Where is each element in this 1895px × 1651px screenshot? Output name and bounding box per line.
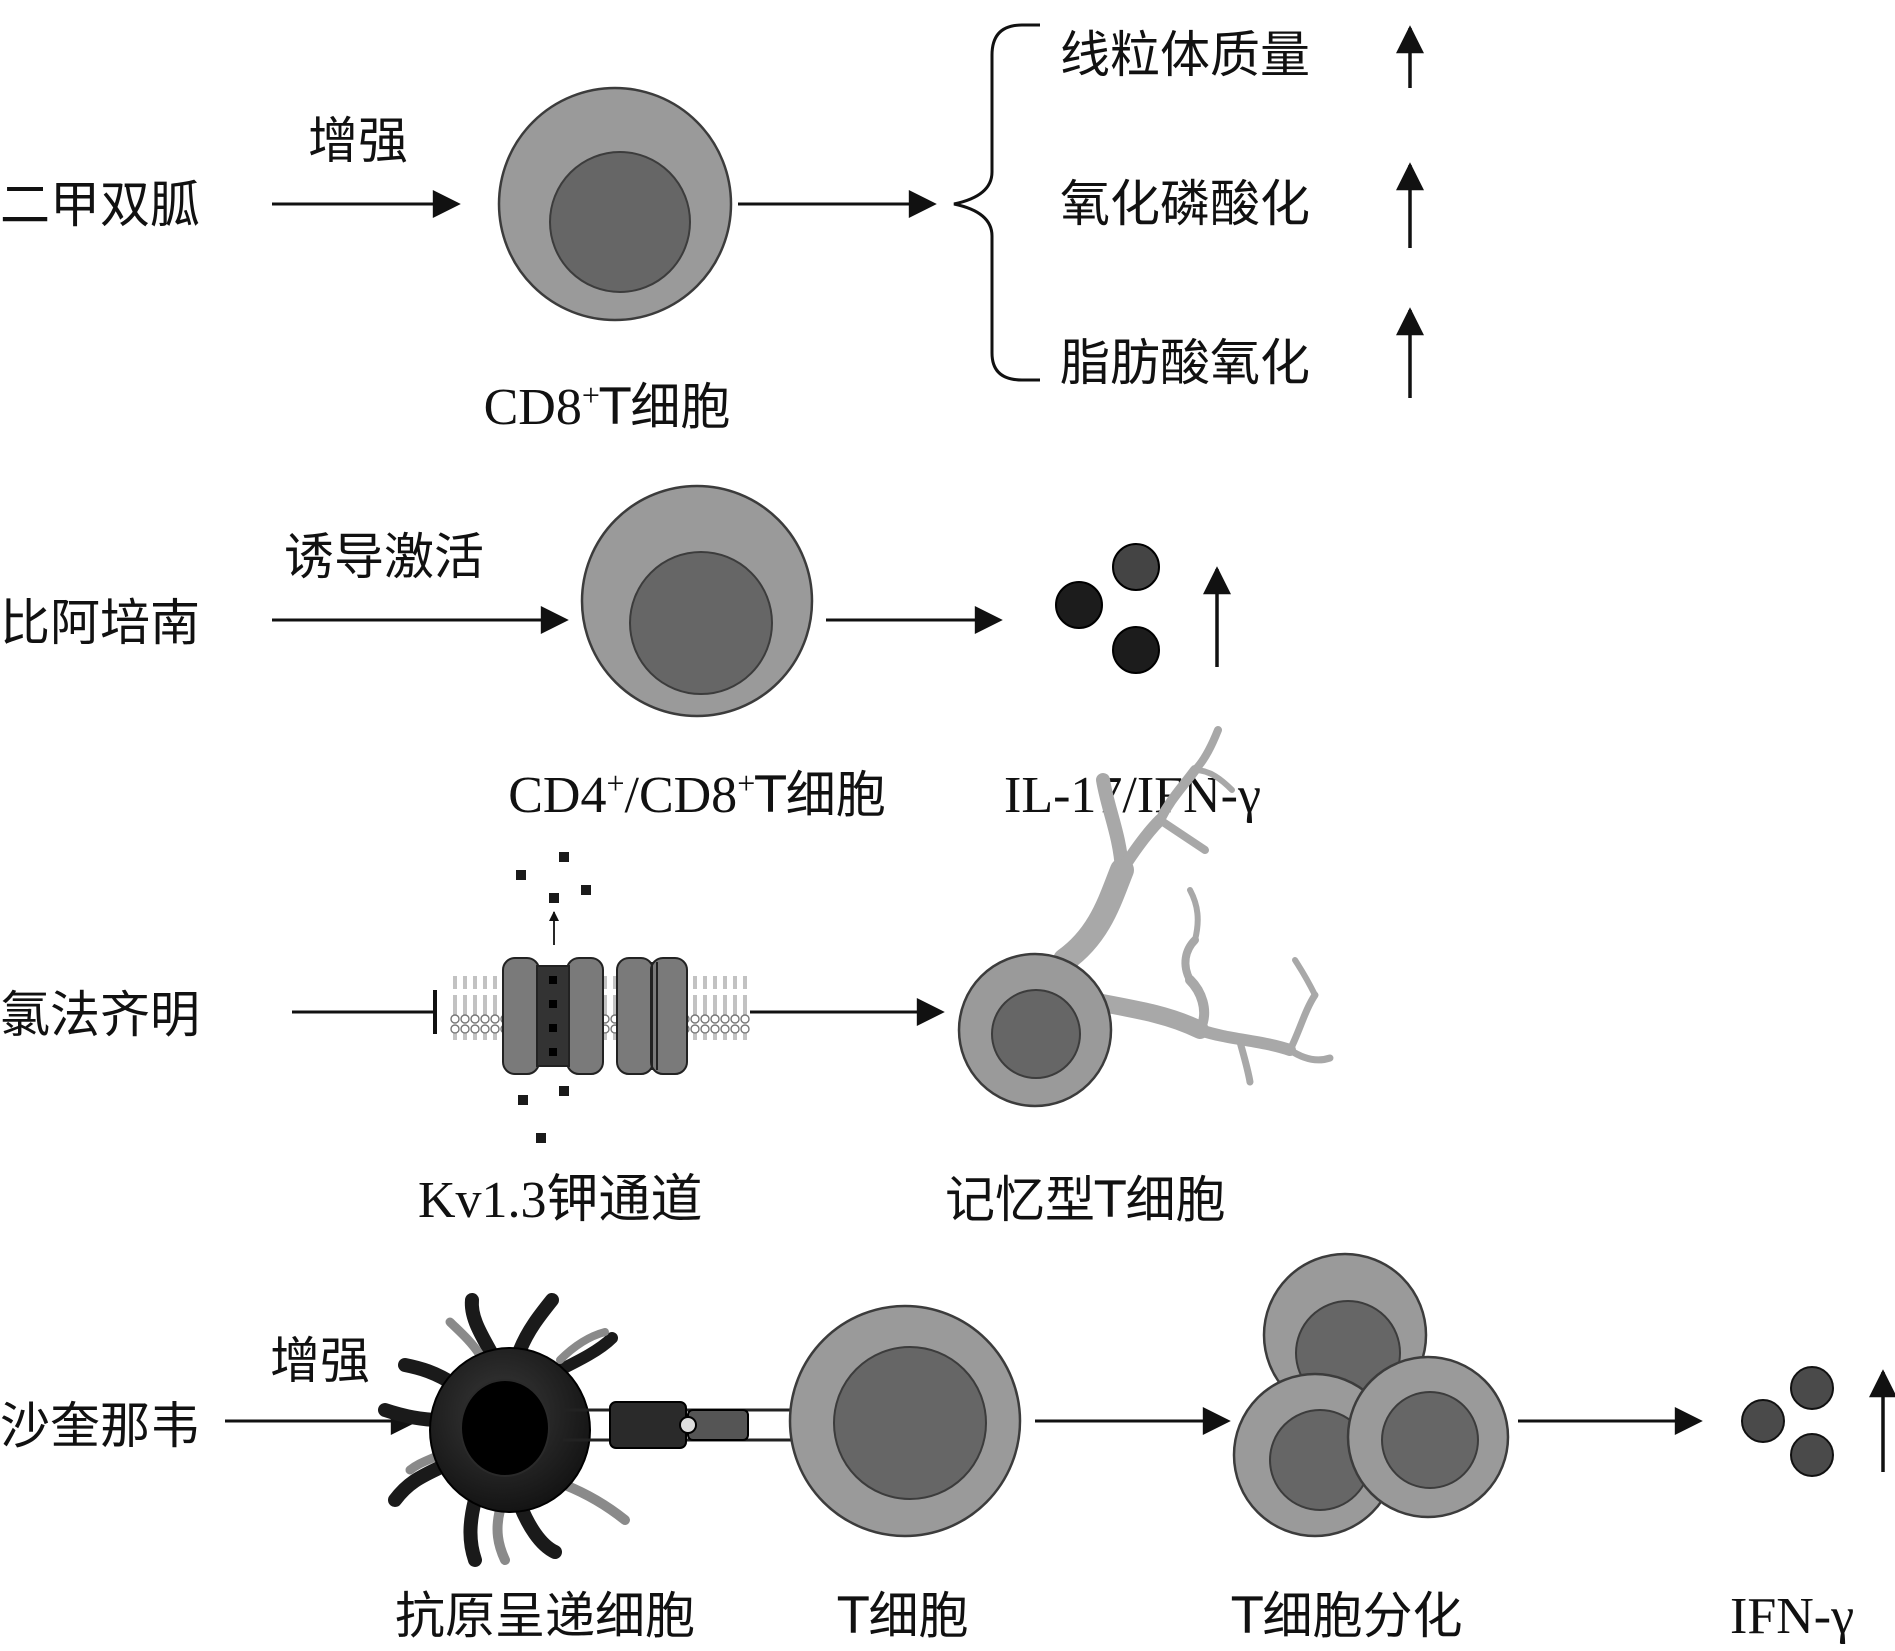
cytokine-particles-icon <box>1055 543 1160 674</box>
row-saquinavir: 沙奎那韦 增强 <box>0 1252 1895 1645</box>
drug-saquinavir-label: 沙奎那韦 <box>0 1397 200 1455</box>
row-metformin: 二甲双胍 增强 CD8+T细胞 线粒体质量 氧化磷酸化 脂肪酸氧化 <box>0 23 1424 436</box>
potassium-ion-dots-icon <box>516 852 591 1143</box>
induce-activate-label: 诱导激活 <box>284 528 484 586</box>
enhance-label: 增强 <box>308 112 408 170</box>
t-cell-icon <box>788 1304 1022 1538</box>
drug-biapenem-label: 比阿培南 <box>0 594 200 652</box>
memory-t-cell-icon <box>957 726 1334 1108</box>
cd8-t-cell-label: CD8+T细胞 <box>484 377 731 436</box>
cd8-t-cell <box>497 86 733 322</box>
cd4-cd8-t-cell-label: CD4+/CD8+T细胞 <box>508 765 886 824</box>
memory-t-cell-label: 记忆型T细胞 <box>945 1171 1226 1229</box>
ifn-gamma-label: IFN-γ <box>1730 1588 1854 1645</box>
t-cell-differentiation-label: T细胞分化 <box>1231 1587 1463 1645</box>
ifn-gamma-particles-icon <box>1741 1366 1834 1477</box>
effect-fatty-acid-oxidation: 脂肪酸氧化 <box>1060 334 1310 392</box>
row-clofazimine: 氯法齐明 <box>0 726 1334 1229</box>
drug-metformin-label: 二甲双胍 <box>0 176 200 234</box>
differentiated-t-cells-icon <box>1232 1252 1510 1538</box>
kv13-potassium-channel-icon <box>450 957 750 1075</box>
drug-clofazimine-label: 氯法齐明 <box>0 986 200 1044</box>
row-biapenem: 比阿培南 诱导激活 CD4+/CD8+T细胞 IL-17/IFN-γ <box>0 484 1261 824</box>
antigen-presenting-cell-icon <box>378 1293 820 1567</box>
effect-mitochondrial-mass: 线粒体质量 <box>1060 26 1310 84</box>
kv13-channel-label: Kv1.3钾通道 <box>418 1172 703 1229</box>
cd4-cd8-t-cell <box>580 484 814 718</box>
t-cell-label: T细胞 <box>837 1587 969 1645</box>
il17-ifn-gamma-label: IL-17/IFN-γ <box>1004 767 1261 824</box>
antigen-presenting-cell-label: 抗原呈递细胞 <box>395 1587 695 1645</box>
brace-icon <box>953 23 1040 382</box>
enhance-label-row4: 增强 <box>270 1332 370 1390</box>
effect-oxidative-phosphorylation: 氧化磷酸化 <box>1060 175 1310 233</box>
